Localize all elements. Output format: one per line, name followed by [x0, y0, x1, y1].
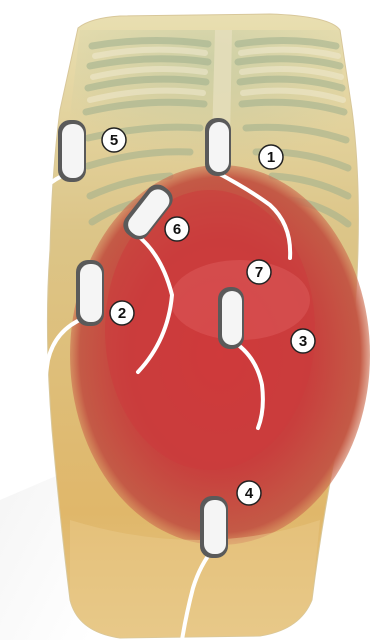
- marker-label: 3: [299, 333, 307, 350]
- marker-6: 6: [165, 217, 189, 241]
- marker-7: 7: [247, 260, 271, 284]
- marker-label: 6: [173, 221, 181, 238]
- marker-4: 4: [237, 481, 261, 505]
- electrode-2: [76, 260, 104, 326]
- electrode-4: [200, 496, 228, 558]
- marker-1: 1: [259, 145, 283, 169]
- marker-label: 5: [110, 132, 118, 149]
- marker-label: 7: [255, 264, 263, 281]
- marker-2: 2: [110, 301, 134, 325]
- electrode-5: [58, 120, 86, 182]
- marker-label: 1: [267, 149, 275, 166]
- marker-5: 5: [102, 128, 126, 152]
- marker-label: 4: [245, 485, 254, 502]
- electrode-1: [205, 118, 231, 176]
- electrode-7: [218, 287, 244, 349]
- marker-label: 2: [118, 305, 126, 322]
- marker-3: 3: [291, 329, 315, 353]
